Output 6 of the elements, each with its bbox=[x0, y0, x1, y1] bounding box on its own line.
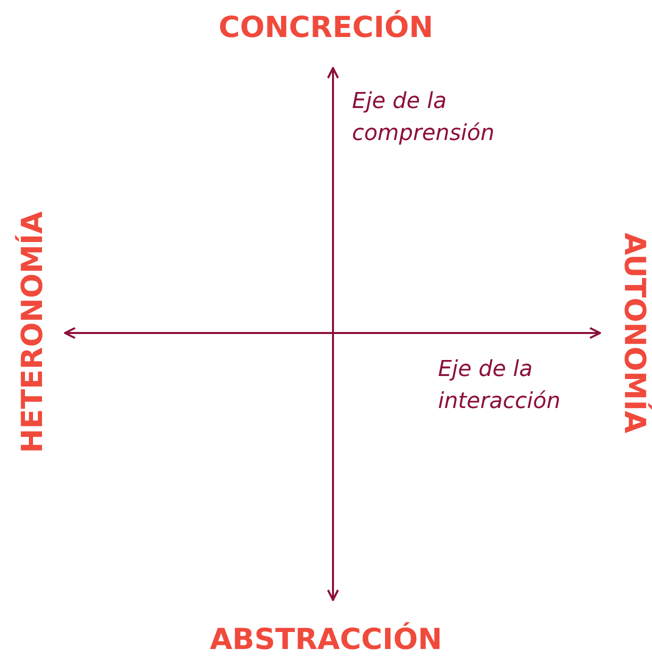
axis-name: Eje de la interacción bbox=[438, 356, 562, 416]
axis-pole-label: CONCRECIÓN bbox=[218, 10, 434, 44]
axis-pole-label: AUTONOMÍA bbox=[618, 232, 652, 436]
axis-pole-label: ABSTRACCIÓN bbox=[208, 622, 444, 656]
axis-name: Eje de la comprensión bbox=[352, 88, 496, 148]
axis-pole-label: HETERONOMÍA bbox=[15, 213, 49, 453]
